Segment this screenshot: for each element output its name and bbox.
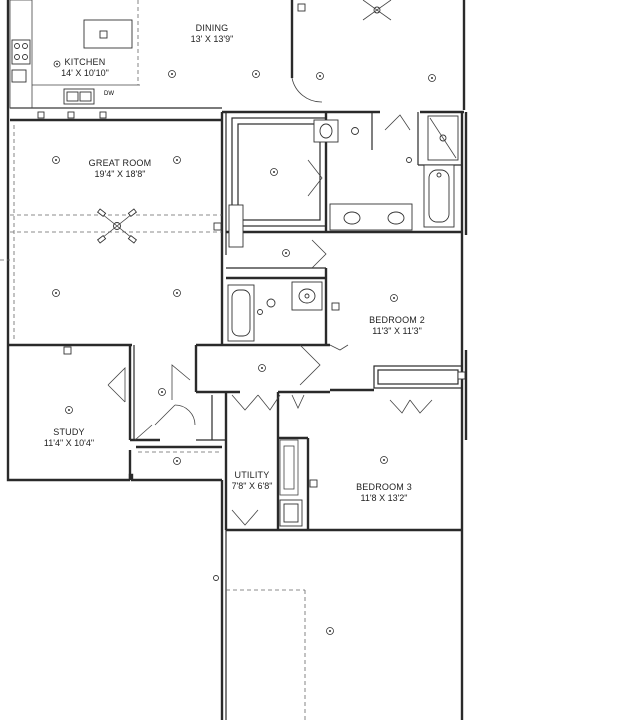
interior-walls (8, 0, 464, 530)
room-dimensions: 11'4" X 10'4" (43, 438, 95, 448)
room-dimensions: 7'8" X 6'8" (231, 481, 273, 491)
room-label-study: STUDY 11'4" X 10'4" (44, 427, 94, 449)
light-icon (173, 156, 181, 164)
recessed-lights (52, 60, 436, 635)
room-dimensions: 13' X 13'9" (190, 34, 234, 44)
doors (107, 114, 433, 526)
room-label-great-room: GREAT ROOM 19'4" X 18'8" (89, 158, 152, 180)
room-dimensions: 14' X 10'10" (61, 68, 109, 78)
light-icon (326, 627, 334, 635)
room-name: BEDROOM 2 (369, 315, 425, 325)
room-label-bedroom-2: BEDROOM 2 11'3" X 11'3" (369, 315, 425, 337)
light-icon (390, 294, 398, 302)
light-icon (316, 72, 324, 80)
light-icon (282, 249, 290, 257)
room-name: GREAT ROOM (88, 158, 152, 168)
room-name: DINING (195, 23, 229, 33)
dishwasher-label: DW (104, 91, 114, 97)
room-label-utility: UTILITY 7'8" X 6'8" (232, 470, 273, 492)
ceiling-fan-icon (96, 208, 138, 244)
room-name: KITCHEN (64, 57, 106, 67)
light-icon (53, 60, 61, 68)
light-icon (173, 289, 181, 297)
light-icon (65, 406, 73, 414)
light-icon (270, 168, 278, 176)
room-label-kitchen: KITCHEN 14' X 10'10" (61, 57, 109, 79)
light-icon (52, 289, 60, 297)
room-name: UTILITY (234, 470, 270, 480)
light-icon (173, 457, 181, 465)
room-dimensions: 19'4" X 18'8" (94, 169, 146, 179)
fixtures: DW (11, 0, 466, 581)
light-icon (428, 74, 436, 82)
light-icon (252, 70, 260, 78)
room-label-dining: DINING 13' X 13'9" (191, 23, 234, 45)
ceiling-lines (0, 0, 306, 720)
room-dimensions: 11'8 X 13'2" (360, 493, 408, 503)
room-label-bedroom-3: BEDROOM 3 11'8 X 13'2" (356, 482, 412, 504)
light-icon (52, 156, 60, 164)
light-icon (158, 388, 166, 396)
exterior-walls (6, 0, 468, 720)
light-icon (380, 456, 388, 464)
room-name: STUDY (53, 427, 85, 437)
light-icon (168, 70, 176, 78)
room-dimensions: 11'3" X 11'3" (372, 326, 422, 336)
room-name: BEDROOM 3 (356, 482, 412, 492)
light-icon (258, 364, 266, 372)
